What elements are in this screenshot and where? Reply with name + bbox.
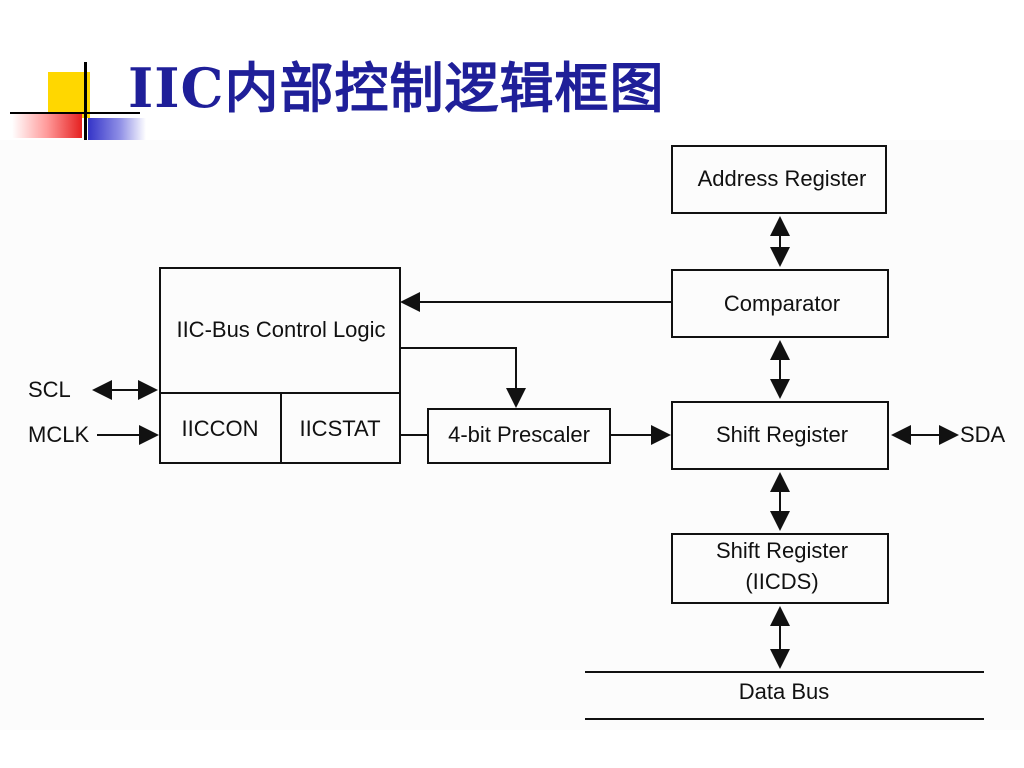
shift-register-iicds-label-line1: Shift Register — [716, 538, 848, 563]
title-decoration-red-gradient — [12, 112, 82, 138]
iiccon-label: IICCON — [182, 416, 259, 441]
diagram-canvas: Address Register Comparator IIC-Bus Cont… — [28, 145, 1006, 720]
title-decoration-horizontal-line — [10, 112, 140, 114]
shift-register-box — [671, 401, 889, 470]
title-decoration-blue-gradient — [88, 118, 146, 144]
iic-block-diagram: Address Register Comparator IIC-Bus Cont… — [0, 140, 1024, 730]
control-logic-label: IIC-Bus Control Logic — [176, 317, 385, 342]
sda-label: SDA — [960, 422, 1006, 447]
prescaler-label: 4-bit Prescaler — [448, 422, 590, 447]
address-register-box — [671, 145, 887, 214]
shift-register-iicds-label-line2: (IICDS) — [745, 569, 818, 594]
mclk-label: MCLK — [28, 422, 89, 447]
title-decoration-vertical-line — [84, 62, 87, 142]
comparator-label: Comparator — [724, 291, 840, 316]
data-bus-label: Data Bus — [739, 679, 830, 704]
iicstat-label: IICSTAT — [299, 416, 380, 441]
shift-register-iicds-box — [671, 533, 889, 604]
arrow-control-prescaler — [400, 347, 526, 408]
shift-register-label: Shift Register — [716, 422, 848, 447]
comparator-box — [671, 269, 889, 338]
scl-label: SCL — [28, 377, 71, 402]
title-decoration-yellow-square — [48, 72, 90, 118]
address-register-label: Address Register — [698, 166, 867, 191]
slide-title: IIC内部控制逻辑框图 — [128, 56, 665, 120]
